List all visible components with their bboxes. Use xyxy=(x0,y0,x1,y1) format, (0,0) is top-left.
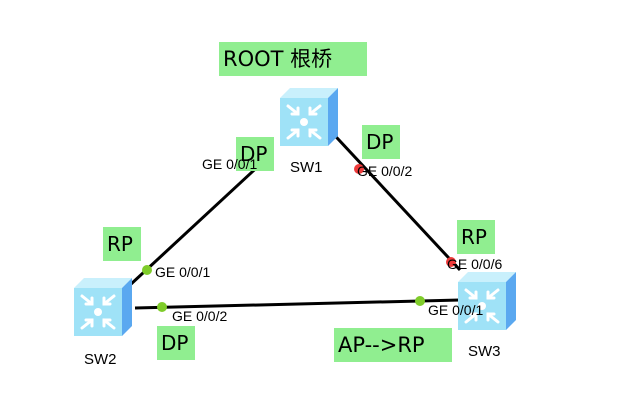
switch-sw2-icon[interactable] xyxy=(70,276,134,338)
link-sw2-sw3[interactable] xyxy=(134,298,461,310)
port-label-sw1-ge002: GE 0/0/2 xyxy=(357,163,413,179)
port-status-sw2-ge002 xyxy=(157,302,167,312)
role-tag-sw2-ge001: RP xyxy=(103,227,141,261)
role-tag-sw1-ge001: DP xyxy=(236,137,274,171)
port-status-sw2-ge001 xyxy=(142,265,152,275)
port-label-sw2-ge001: GE 0/0/1 xyxy=(155,264,211,280)
device-label-sw2: SW2 xyxy=(84,351,117,368)
switch-sw1-icon[interactable] xyxy=(276,86,340,148)
port-label-sw2-ge002: GE 0/0/2 xyxy=(172,308,228,324)
port-label-sw1-ge001: GE 0/0/1 xyxy=(202,156,258,172)
role-tag-sw2-ge002: DP xyxy=(157,326,195,360)
link-sw1-sw2[interactable] xyxy=(128,158,267,287)
port-label-sw3-ge006: GE 0/0/6 xyxy=(447,256,503,272)
port-status-sw3-ge006 xyxy=(446,257,456,267)
device-label-sw3: SW3 xyxy=(468,343,501,360)
device-label-sw1: SW1 xyxy=(290,159,323,176)
root-bridge-tag: ROOT 根桥 xyxy=(219,42,367,76)
role-tag-sw3-ge001: AP-->RP xyxy=(334,328,452,362)
port-status-sw1-ge002 xyxy=(354,164,364,174)
link-sw1-sw3[interactable] xyxy=(323,123,462,272)
port-label-sw3-ge001: GE 0/0/1 xyxy=(428,302,484,318)
role-tag-sw3-ge006: RP xyxy=(457,220,495,254)
port-status-sw3-ge001 xyxy=(415,296,425,306)
switch-sw3-icon[interactable] xyxy=(454,270,518,332)
role-tag-sw1-ge002: DP xyxy=(362,125,400,159)
